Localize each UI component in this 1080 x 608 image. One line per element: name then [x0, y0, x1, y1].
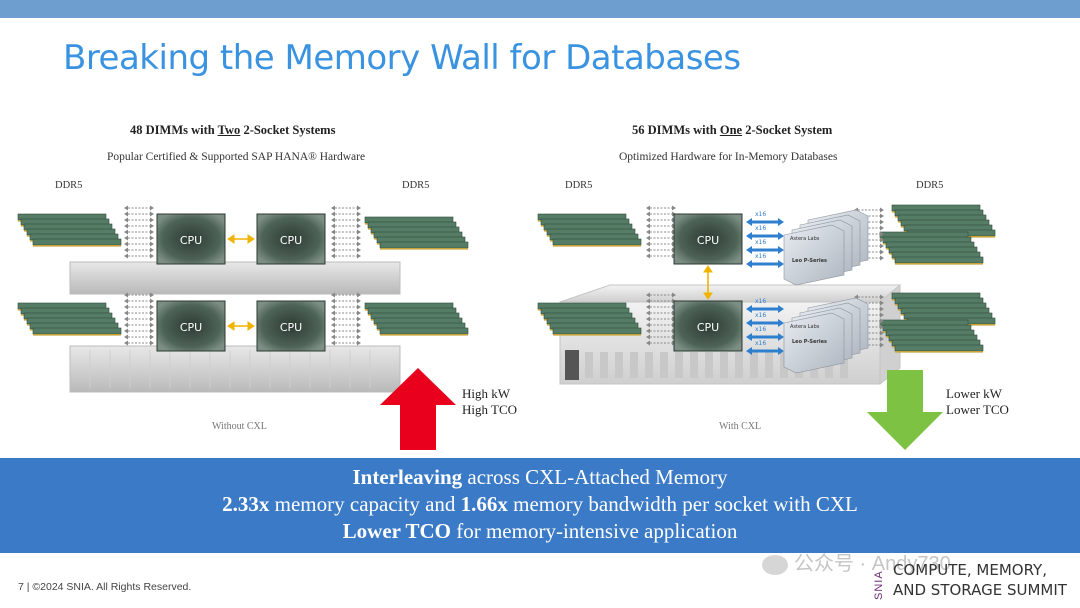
- left-cpu-2-label: CPU: [280, 234, 302, 247]
- x16-label: x16: [755, 211, 766, 218]
- right-note-line2: Lower TCO: [946, 402, 1009, 417]
- banner-line-1-rest: across CXL-Attached Memory: [462, 465, 728, 489]
- right-ddr-left-label: DDR5: [565, 180, 593, 191]
- right-cpu-2-label: CPU: [697, 321, 719, 334]
- right-cxl-cards-top: Astera Labs Leo P-Series: [783, 209, 869, 286]
- watermark-text: 公众号 · Andy730: [794, 553, 951, 575]
- left-cpu-4-label: CPU: [280, 321, 302, 334]
- watermark: 公众号 · Andy730: [762, 547, 951, 576]
- top-bar: [0, 0, 1080, 18]
- banner-line-3-bold: Lower TCO: [342, 519, 451, 543]
- right-cpu-1-label: CPU: [697, 234, 719, 247]
- left-ddr-right-label: DDR5: [402, 180, 430, 191]
- right-cxl-links-bottom: x16 x16 x16 x16: [746, 298, 784, 355]
- left-cpu-1: CPU: [156, 213, 226, 265]
- logo-line-2: AND STORAGE SUMMIT: [893, 581, 1067, 599]
- left-cpu-1-label: CPU: [180, 234, 202, 247]
- right-dimm-bank-top-right: [880, 205, 995, 265]
- snia-mark: SNIA: [873, 570, 885, 600]
- left-dimm-bank-bottom-left: [18, 303, 121, 336]
- right-cpu-interconnect: [703, 265, 713, 300]
- left-server-chassis: [69, 261, 401, 393]
- logo-text: COMPUTE, MEMORY, AND STORAGE SUMMIT: [893, 560, 1067, 600]
- left-heading-pre: 48 DIMMs with: [130, 123, 218, 137]
- right-subheading: Optimized Hardware for In-Memory Databas…: [619, 151, 838, 163]
- right-note-line1: Lower kW: [946, 386, 1002, 401]
- summary-banner: Interleaving across CXL-Attached Memory …: [0, 458, 1080, 553]
- banner-line-2: 2.33x memory capacity and 1.66x memory b…: [0, 492, 1080, 517]
- right-ddr-right-label: DDR5: [916, 180, 944, 191]
- right-cpu-2: CPU: [673, 300, 743, 352]
- left-cpu-4: CPU: [256, 300, 326, 352]
- x16-label: x16: [755, 253, 766, 260]
- banner-line-1-bold: Interleaving: [352, 465, 463, 489]
- banner-line-1: Interleaving across CXL-Attached Memory: [0, 465, 1080, 490]
- right-dimm-bank-top-left: [538, 214, 641, 247]
- left-heading-post: 2-Socket Systems: [240, 123, 336, 137]
- left-note: High kW High TCO: [462, 386, 517, 418]
- left-red-up-arrow: [380, 368, 456, 450]
- snia-logo: SNIA COMPUTE, MEMORY, AND STORAGE SUMMIT: [873, 560, 1073, 604]
- left-dimm-bank-top-left: [18, 214, 121, 247]
- left-note-line1: High kW: [462, 386, 511, 401]
- left-heading: 48 DIMMs with Two 2-Socket Systems: [130, 123, 335, 138]
- right-cxl-cards-bottom: Astera Labs Leo P-Series: [783, 297, 869, 374]
- left-cpu-interconnect: [227, 234, 255, 331]
- right-heading-pre: 56 DIMMs with: [632, 123, 720, 137]
- left-dimm-bank-bottom-right: [365, 303, 468, 336]
- left-cpu-3-label: CPU: [180, 321, 202, 334]
- right-caption: With CXL: [719, 421, 762, 432]
- cxl-card-brand: Astera Labs: [790, 236, 820, 242]
- left-heading-underlined: Two: [217, 123, 241, 137]
- x16-label: x16: [755, 225, 766, 232]
- left-cpu-2: CPU: [256, 213, 326, 265]
- cxl-card-model: Leo P-Series: [792, 339, 827, 345]
- left-cpu-3: CPU: [156, 300, 226, 352]
- right-heading: 56 DIMMs with One 2-Socket System: [632, 123, 832, 138]
- right-cxl-links-top: x16 x16 x16 x16: [746, 211, 784, 268]
- wechat-icon: [762, 554, 788, 575]
- right-heading-post: 2-Socket System: [742, 123, 833, 137]
- banner-line-3: Lower TCO for memory-intensive applicati…: [0, 519, 1080, 544]
- footer-copyright: 7 | ©2024 SNIA. All Rights Reserved.: [18, 581, 192, 593]
- banner-line-2-bold-2: 1.66x: [460, 492, 508, 516]
- left-note-line2: High TCO: [462, 402, 518, 417]
- left-caption: Without CXL: [212, 421, 267, 432]
- x16-label: x16: [755, 239, 766, 246]
- left-subheading: Popular Certified & Supported SAP HANA® …: [107, 151, 366, 163]
- banner-line-3-rest: for memory-intensive application: [450, 519, 738, 543]
- x16-label: x16: [755, 340, 766, 347]
- cxl-card-brand: Astera Labs: [790, 324, 820, 330]
- x16-label: x16: [755, 298, 766, 305]
- right-cpu-1: CPU: [673, 213, 743, 265]
- right-dimm-bank-bottom-right: [880, 293, 995, 353]
- right-dimm-bank-bottom-left: [538, 303, 641, 336]
- right-note: Lower kW Lower TCO: [946, 386, 1009, 418]
- cxl-card-model: Leo P-Series: [792, 258, 827, 264]
- left-dimm-bank-top-right: [365, 217, 468, 250]
- banner-line-2-mid: memory capacity and: [269, 492, 461, 516]
- slide-title: Breaking the Memory Wall for Databases: [63, 38, 741, 78]
- x16-label: x16: [755, 312, 766, 319]
- left-ddr-left-label: DDR5: [55, 180, 83, 191]
- x16-label: x16: [755, 326, 766, 333]
- banner-line-2-rest: memory bandwidth per socket with CXL: [507, 492, 858, 516]
- right-heading-underlined: One: [719, 123, 743, 137]
- right-green-down-arrow: [867, 370, 943, 450]
- logo-line-1: COMPUTE, MEMORY,: [893, 561, 1047, 579]
- banner-line-2-bold-1: 2.33x: [222, 492, 270, 516]
